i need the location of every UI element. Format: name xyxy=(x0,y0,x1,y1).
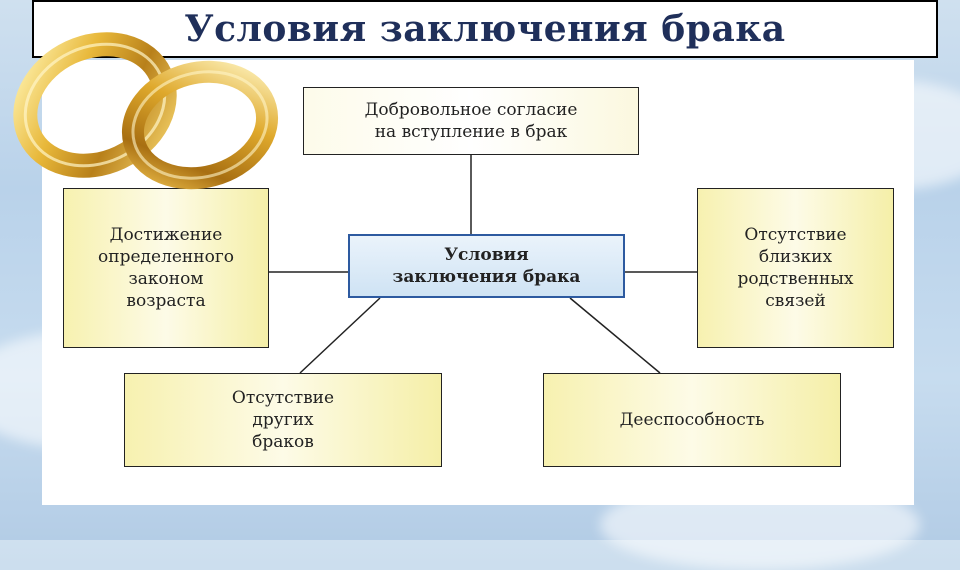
connector-bottom-left xyxy=(299,297,381,374)
condition-no-other-marriages: Отсутствие других браков xyxy=(124,373,442,467)
condition-marriage-age: Достижение определенного законом возраст… xyxy=(63,188,269,348)
slide-title-bar: Условия заключения брака xyxy=(32,0,938,58)
condition-voluntary-consent: Добровольное согласие на вступление в бр… xyxy=(303,87,639,155)
condition-legal-capacity: Дееспособность xyxy=(543,373,841,467)
connector-bottom-right xyxy=(569,297,661,374)
connector-lines xyxy=(268,155,697,374)
wedding-rings-icon xyxy=(13,32,279,190)
central-node-conditions: Условия заключения брака xyxy=(348,234,625,298)
condition-no-close-kinship: Отсутствие близких родственных связей xyxy=(697,188,894,348)
slide-title: Условия заключения брака xyxy=(184,8,786,50)
